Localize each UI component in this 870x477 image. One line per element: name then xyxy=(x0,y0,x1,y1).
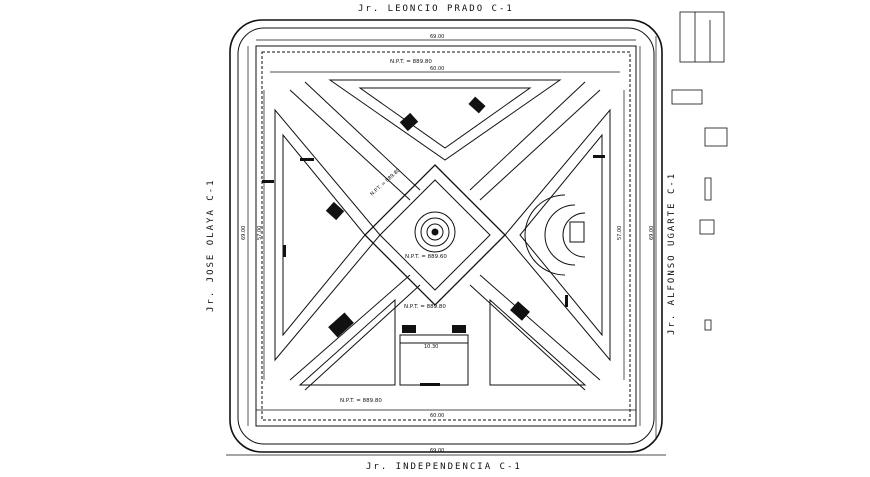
garden-bed-west-inner xyxy=(282,133,366,337)
bench-4 xyxy=(283,245,286,257)
level-south-inner: N.P.T. = 889.80 xyxy=(404,304,446,310)
bench-6 xyxy=(300,158,314,161)
bench-2 xyxy=(262,180,274,183)
central-diamond-outer xyxy=(364,164,506,306)
level-center: N.P.T. = 889.60 xyxy=(405,254,447,260)
detail-pot xyxy=(704,127,728,147)
garden-bed-west xyxy=(274,108,381,362)
street-label-north: Jr. LEONCIO PRADO C-1 xyxy=(358,4,514,14)
central-diamond-inner xyxy=(379,179,491,291)
bench-5 xyxy=(565,295,568,307)
dim-right-inner: 57.00 xyxy=(617,226,623,240)
stair-south-right xyxy=(452,325,466,333)
dim-bottom-inner: 60.00 xyxy=(430,413,444,419)
stair-southwest xyxy=(328,312,354,338)
sidewalk-outline xyxy=(237,27,655,445)
plaza-boundary-inner xyxy=(261,51,631,421)
garden-bed-east-inner xyxy=(519,133,603,337)
garden-bed-south-right xyxy=(489,298,587,386)
outer-block-outline xyxy=(229,19,663,453)
garden-bed-north xyxy=(328,79,562,161)
level-south: N.P.T. = 889.80 xyxy=(340,398,382,404)
dim-bottom-outer: 69.00 xyxy=(430,448,444,454)
detail-marker xyxy=(704,319,712,331)
diagonal-walkways xyxy=(289,81,601,391)
detail-elevation xyxy=(679,11,725,63)
street-label-east: Jr. ALFONSO UGARTE C-1 xyxy=(667,171,677,335)
bench-3 xyxy=(420,383,440,386)
street-label-south: Jr. INDEPENDENCIA C-1 xyxy=(366,462,522,472)
detail-bench xyxy=(671,89,703,105)
stair-south-left xyxy=(402,325,416,333)
level-north: N.P.T. = 889.80 xyxy=(390,59,432,65)
dim-left: 69.00 xyxy=(241,226,247,240)
dim-top-inner: 60.00 xyxy=(430,66,444,72)
garden-bed-east xyxy=(504,108,611,362)
garden-bed-south xyxy=(298,298,396,386)
garden-bed-north-inner xyxy=(358,87,532,149)
central-fountain xyxy=(414,211,456,253)
detail-sign xyxy=(699,219,715,235)
stair-northwest xyxy=(399,112,419,132)
inner-plaza-boundary xyxy=(255,45,637,427)
stair-west xyxy=(325,201,345,221)
level-nw-arm: N.P.T. = 889.80 xyxy=(369,168,401,198)
bench-1 xyxy=(593,155,605,158)
dim-steps: 10.30 xyxy=(424,344,438,350)
street-label-west: Jr. JOSE OLAYA C-1 xyxy=(206,178,216,312)
dim-top-outer: 69.00 xyxy=(430,34,444,40)
stair-northeast xyxy=(468,96,486,114)
dim-right: 69.00 xyxy=(649,226,655,240)
amphitheater xyxy=(524,194,586,276)
stair-southeast xyxy=(510,301,530,321)
dim-left-inner: 57.00 xyxy=(257,226,263,240)
detail-lamp xyxy=(704,177,712,201)
